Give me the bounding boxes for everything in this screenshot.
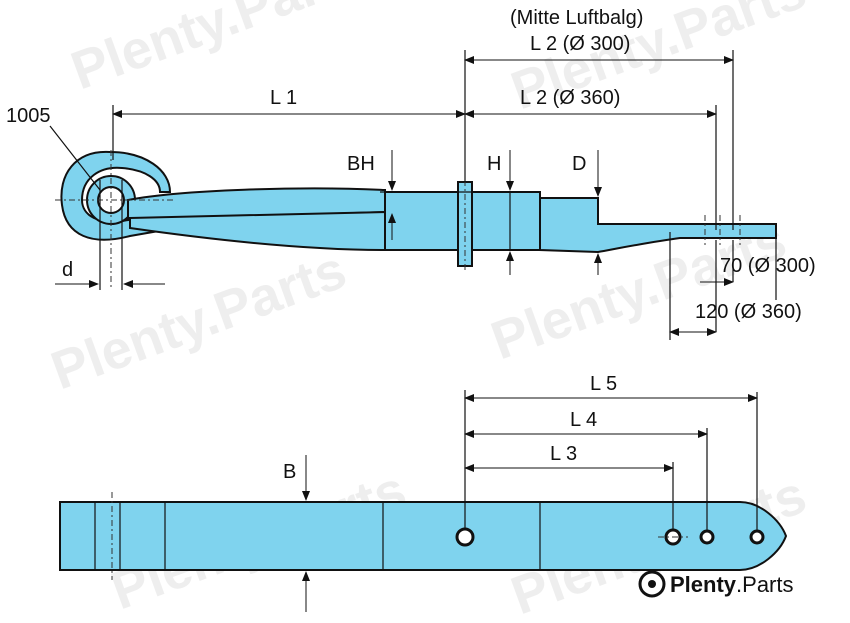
label-mitte: (Mitte Luftbalg) (510, 7, 643, 29)
top-dimensions (49, 50, 777, 340)
label-bh: BH (347, 153, 375, 175)
label-h: H (487, 153, 501, 175)
spring-tail (539, 197, 777, 254)
bottom-dimensions (302, 390, 758, 612)
brand-name-rest: .Parts (736, 572, 793, 597)
label-l5: L 5 (590, 373, 617, 395)
label-l2-300: L 2 (Ø 300) (530, 33, 630, 55)
label-l1: L 1 (270, 87, 297, 109)
spring-side-view (55, 150, 777, 290)
spring-plan-view (59, 492, 788, 580)
lower-leaf (129, 210, 386, 252)
brand-logo: Plenty.Parts (638, 570, 794, 598)
label-d-upper: D (572, 153, 586, 175)
svg-text:Plenty.Parts: Plenty.Parts (670, 572, 794, 597)
label-70: 70 (Ø 300) (720, 255, 816, 277)
watermark-text: Plenty.Parts (44, 240, 354, 402)
watermark-text: Plenty.Parts (64, 0, 374, 101)
brand-name-bold: Plenty (670, 572, 737, 597)
hole-l4 (699, 529, 715, 545)
label-l3: L 3 (550, 443, 577, 465)
label-l2-360: L 2 (Ø 360) (520, 87, 620, 109)
upper-leaf (127, 187, 386, 222)
spring-plan (59, 501, 788, 571)
label-b: B (283, 461, 296, 483)
top-labels: (Mitte Luftbalg) L 2 (Ø 300) L 2 (Ø 360)… (6, 7, 816, 323)
bottom-labels: L 5 L 4 L 3 B (283, 373, 617, 483)
label-120: 120 (Ø 360) (695, 301, 802, 323)
hole-l5 (749, 529, 765, 545)
center-hole (455, 527, 475, 547)
label-d-lower: d (62, 259, 73, 281)
label-part-number: 1005 (6, 105, 51, 127)
label-l4: L 4 (570, 409, 597, 431)
